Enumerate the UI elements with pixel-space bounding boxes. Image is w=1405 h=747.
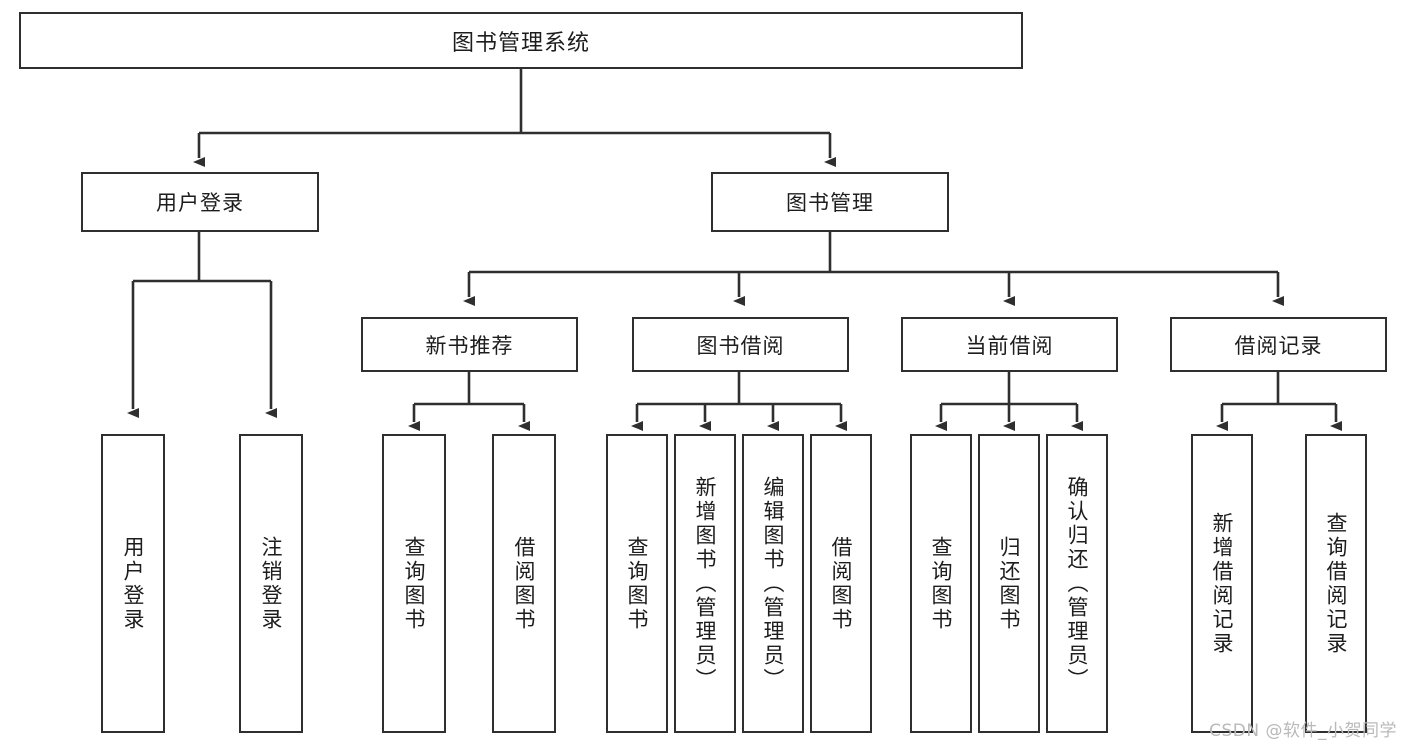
leaf-user-login-login[interactable]: 用户登录 [101, 434, 165, 733]
node-label: 图书管理 [786, 191, 874, 215]
node-label: 借阅图书 [829, 535, 854, 632]
leaf-records-add-record[interactable]: 新增借阅记录 [1191, 434, 1253, 733]
node-label: 查询借阅记录 [1324, 511, 1349, 656]
node-label: 新书推荐 [425, 333, 514, 358]
node-current-borrow[interactable]: 当前借阅 [901, 317, 1118, 372]
leaf-records-query-record[interactable]: 查询借阅记录 [1305, 434, 1367, 733]
node-book-borrow[interactable]: 图书借阅 [632, 317, 849, 372]
leaf-new-book-borrow-book[interactable]: 借阅图书 [492, 434, 556, 733]
leaf-current-confirm-return-admin[interactable]: 确认归还（管理员） [1046, 434, 1108, 733]
node-new-book-recommend[interactable]: 新书推荐 [361, 317, 578, 372]
leaf-current-query-book[interactable]: 查询图书 [910, 434, 972, 733]
node-label: 确认归还（管理员） [1065, 475, 1090, 692]
node-label: 查询图书 [402, 535, 427, 632]
node-label: 编辑图书（管理员） [761, 475, 786, 692]
node-label: 新增借阅记录 [1210, 511, 1235, 656]
node-label: 用户登录 [121, 535, 146, 632]
node-label: 借阅记录 [1234, 333, 1323, 358]
node-user-login[interactable]: 用户登录 [81, 172, 319, 232]
node-label: 用户登录 [156, 191, 244, 215]
node-label: 借阅图书 [512, 535, 537, 632]
csdn-watermark: CSDN @软件_小贺同学 [1209, 721, 1397, 741]
leaf-borrow-borrow-book[interactable]: 借阅图书 [810, 434, 872, 733]
node-root-book-management-system[interactable]: 图书管理系统 [19, 12, 1023, 69]
node-label: 注销登录 [259, 535, 284, 632]
node-label: 查询图书 [929, 535, 954, 632]
node-label: 当前借阅 [965, 333, 1054, 358]
node-label: 归还图书 [997, 535, 1022, 632]
node-borrow-records[interactable]: 借阅记录 [1170, 317, 1387, 372]
leaf-borrow-query-book[interactable]: 查询图书 [606, 434, 668, 733]
node-label: 查询图书 [625, 535, 650, 632]
leaf-user-login-logout[interactable]: 注销登录 [239, 434, 303, 733]
node-book-management[interactable]: 图书管理 [711, 172, 949, 232]
leaf-borrow-edit-book-admin[interactable]: 编辑图书（管理员） [742, 434, 804, 733]
leaf-new-book-query-book[interactable]: 查询图书 [382, 434, 446, 733]
node-label: 图书管理系统 [451, 30, 590, 56]
leaf-current-return-book[interactable]: 归还图书 [978, 434, 1040, 733]
node-label: 图书借阅 [696, 333, 785, 358]
node-label: 新增图书（管理员） [693, 475, 718, 692]
leaf-borrow-add-book-admin[interactable]: 新增图书（管理员） [674, 434, 736, 733]
